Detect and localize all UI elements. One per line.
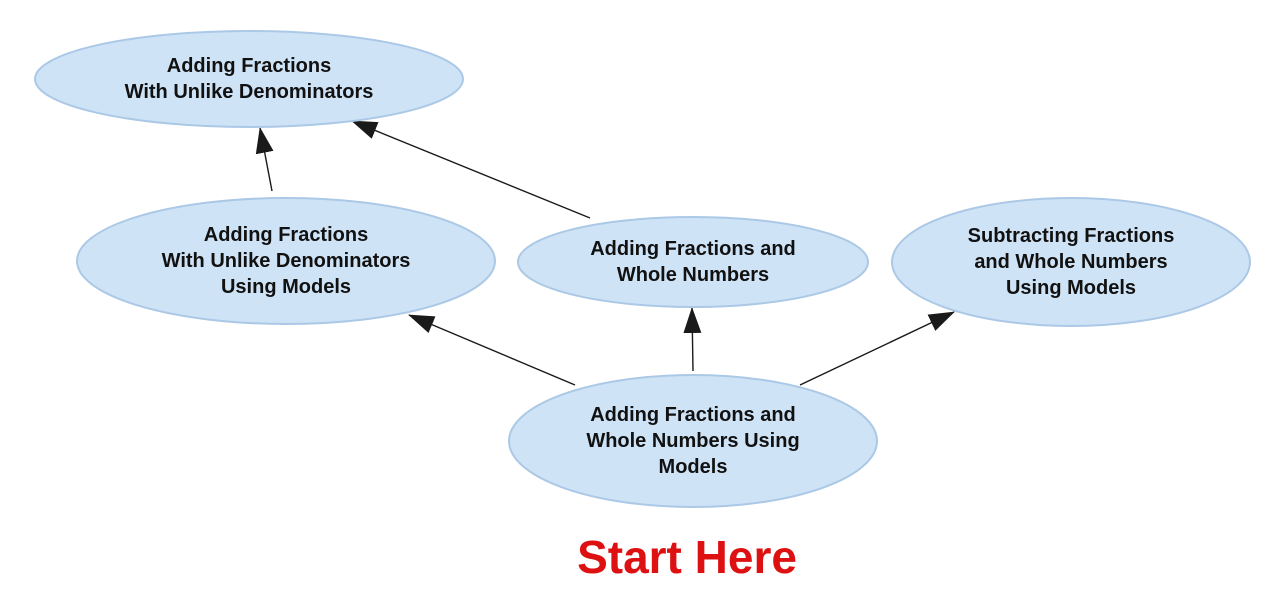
- node-ellipse-adding-fractions-and-whole-numbers-using-models: [508, 374, 878, 508]
- node-ellipse-adding-fractions-unlike-denominators: [34, 30, 464, 128]
- arrow-adding-fractions-and-whole-numbers-using-models-to-adding-fractions-unlike-denominators-using-models: [408, 314, 576, 386]
- arrow-adding-fractions-and-whole-numbers-using-models-to-subtracting-fractions-and-whole-numbers-using-models: [799, 311, 955, 386]
- node-ellipse-adding-fractions-unlike-denominators-using-models: [76, 197, 496, 325]
- arrow-adding-fractions-and-whole-numbers-using-models-to-adding-fractions-and-whole-numbers: [683, 307, 702, 372]
- arrow-adding-fractions-unlike-denominators-using-models-to-adding-fractions-unlike-denominators: [255, 127, 274, 192]
- node-ellipse-adding-fractions-and-whole-numbers: [517, 216, 869, 308]
- arrow-adding-fractions-and-whole-numbers-to-adding-fractions-unlike-denominators: [351, 120, 591, 219]
- concept-nodes: [34, 30, 1251, 508]
- start-here-label: Start Here: [577, 531, 797, 583]
- prerequisite-arrows: [255, 120, 955, 386]
- node-ellipse-subtracting-fractions-and-whole-numbers-using-models: [891, 197, 1251, 327]
